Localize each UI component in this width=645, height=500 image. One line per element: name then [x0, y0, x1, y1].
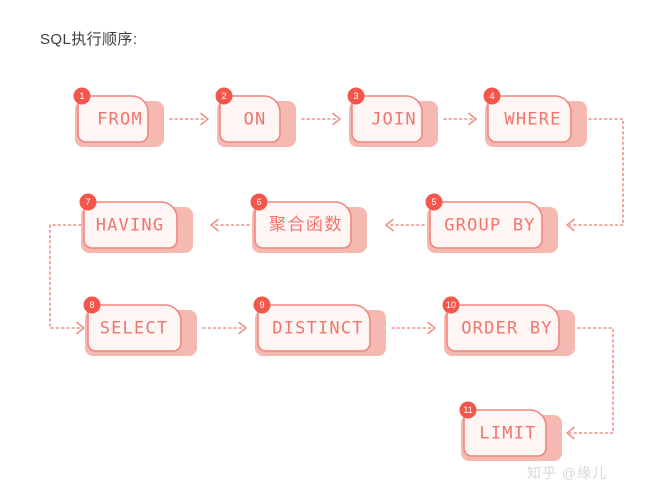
order-badge — [459, 401, 477, 419]
edge-aggregate-to-having — [210, 218, 250, 232]
order-badge-label: 5 — [431, 197, 436, 207]
order-badge — [83, 296, 101, 314]
node-select[interactable]: SELECT 8 — [83, 296, 198, 357]
node-label: 聚合函数 — [269, 215, 343, 234]
watermark: 知乎 @缘儿 — [527, 465, 607, 481]
edge-select-to-distinct — [202, 321, 247, 335]
node-label: FROM — [97, 110, 143, 130]
edge-distinct-to-orderby — [391, 321, 436, 335]
order-badge — [79, 193, 97, 211]
page-title: SQL执行顺序: — [40, 31, 137, 48]
order-badge-label: 8 — [89, 300, 94, 310]
node-join[interactable]: JOIN 3 — [347, 87, 439, 148]
node-order-by[interactable]: ORDER BY 10 — [442, 296, 576, 357]
node-label: ON — [244, 110, 267, 130]
order-badge — [253, 296, 271, 314]
edge-from-to-on — [169, 112, 209, 126]
order-badge-label: 6 — [256, 197, 261, 207]
order-badge-label: 4 — [489, 91, 494, 101]
edge-on-to-join — [301, 112, 341, 126]
node-limit[interactable]: LIMIT 11 — [459, 401, 563, 462]
order-badge-label: 3 — [353, 91, 358, 101]
order-badge-label: 11 — [463, 405, 472, 415]
node-label: HAVING — [96, 216, 165, 236]
node-having[interactable]: HAVING 7 — [79, 193, 194, 254]
node-label: ORDER BY — [461, 319, 552, 339]
order-badge — [483, 87, 501, 105]
edge-join-to-where — [443, 112, 477, 126]
order-badge — [250, 193, 268, 211]
order-badge — [347, 87, 365, 105]
node-aggregate-function[interactable]: 聚合函数 6 — [250, 193, 368, 254]
node-label: DISTINCT — [272, 319, 363, 339]
order-badge — [425, 193, 443, 211]
node-label: WHERE — [504, 110, 561, 130]
order-badge — [215, 87, 233, 105]
node-label: GROUP BY — [444, 216, 535, 236]
node-group-by[interactable]: GROUP BY 5 — [425, 193, 559, 254]
order-badge-label: 1 — [79, 91, 84, 101]
order-badge — [442, 296, 460, 314]
node-from[interactable]: FROM 1 — [73, 87, 165, 148]
order-badge — [73, 87, 91, 105]
order-badge-label: 10 — [446, 300, 456, 310]
order-badge-label: 2 — [221, 91, 226, 101]
node-label: JOIN — [371, 110, 417, 130]
edge-groupby-to-aggregate — [385, 218, 425, 232]
edge-orderby-to-limit — [566, 327, 614, 440]
order-badge-label: 9 — [259, 300, 264, 310]
edge-where-to-groupby — [566, 118, 624, 232]
node-label: SELECT — [100, 319, 169, 339]
node-distinct[interactable]: DISTINCT 9 — [253, 296, 387, 357]
node-where[interactable]: WHERE 4 — [483, 87, 588, 148]
node-on[interactable]: ON 2 — [215, 87, 297, 148]
node-label: LIMIT — [479, 424, 536, 444]
order-badge-label: 7 — [85, 197, 90, 207]
edge-having-to-select — [49, 224, 85, 335]
